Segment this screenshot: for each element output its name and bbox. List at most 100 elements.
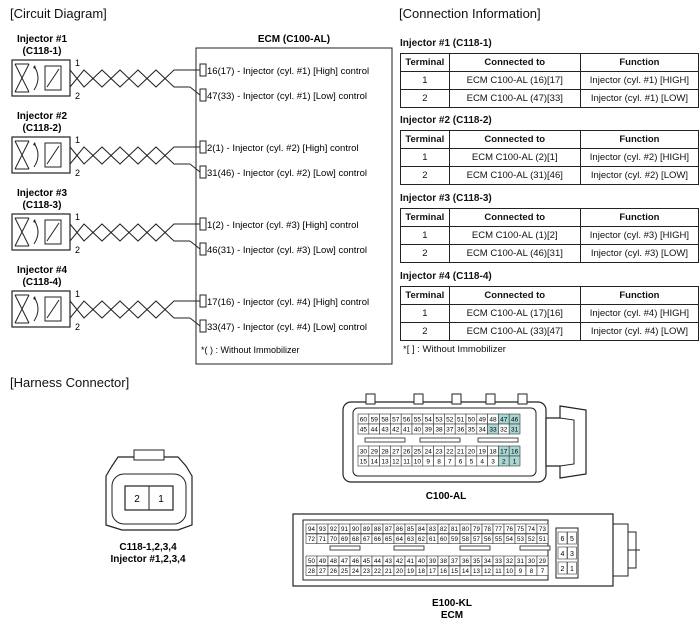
c100al-pin-number: 57	[392, 417, 400, 424]
e100kl-pin-number: 72	[308, 536, 315, 543]
e100kl-pin-number: 33	[495, 558, 502, 565]
c100al-pin-number: 29	[371, 449, 379, 456]
c100al-key-slot	[477, 437, 519, 443]
c100al-pin-number: 35	[468, 427, 476, 434]
injector-code: (C118-4)	[23, 277, 62, 288]
c100al-lock-tab	[517, 393, 528, 405]
table-header-cell: Function	[579, 286, 699, 305]
table-header-cell: Function	[579, 130, 699, 149]
c100al-pin-number: 45	[360, 427, 368, 434]
arrow-head-icon	[33, 219, 36, 223]
solenoid-diagonal-icon	[46, 145, 60, 165]
table-cell: ECM C100-AL (1)[2]	[448, 226, 581, 245]
arrow-head-icon	[33, 142, 36, 146]
c100al-pin-number: 21	[457, 449, 465, 456]
c100al-pin-number: 54	[425, 417, 433, 424]
table-cell: ECM C100-AL (16)[17]	[448, 71, 581, 90]
e100kl-pin-number: 51	[539, 536, 546, 543]
table-cell: ECM C100-AL (2)[1]	[448, 148, 581, 167]
c100al-pin-number: 19	[479, 449, 487, 456]
ecm-terminal-low	[199, 242, 207, 256]
circuit-diagram-heading: [Circuit Diagram]	[10, 6, 107, 21]
c100al-pin-number: 27	[392, 449, 400, 456]
e100kl-pin-number: 12	[484, 568, 491, 575]
e100kl-key-slot	[459, 545, 491, 551]
ecm-low-label: 46(31) - Injector (cyl. #3) [Low] contro…	[207, 245, 367, 256]
c100al-pin-number: 8	[437, 459, 441, 466]
e100kl-pin-number: 54	[506, 536, 513, 543]
table-title: Injector #4 (C118-4)	[400, 271, 492, 282]
ecm-high-label: 2(1) - Injector (cyl. #2) [High] control	[207, 143, 359, 154]
e100kl-pin-number: 16	[440, 568, 447, 575]
c100al-pin-number: 30	[360, 449, 368, 456]
c100al-pin-number: 24	[425, 449, 433, 456]
e100kl-side-pin	[567, 531, 577, 545]
table-cell: Injector (cyl. #1) [HIGH]	[579, 71, 699, 90]
arrow-head-icon	[33, 296, 36, 300]
e100kl-pin-number: 17	[429, 568, 436, 575]
c100al-pin-number: 14	[371, 459, 379, 466]
table-cell: 1	[400, 226, 450, 245]
ecm-terminal-low	[199, 319, 207, 333]
circuit-diagram: ECM (C100-AL)*( ) : Without ImmobilizerI…	[11, 34, 393, 365]
table-cell: 2	[400, 322, 450, 341]
c100al-pin-number: 23	[435, 449, 443, 456]
e100kl-pin-number: 82	[440, 526, 447, 533]
injector-name: Injector #2	[17, 111, 67, 122]
e100kl-pin-number: 25	[341, 568, 348, 575]
c100al-lever	[545, 405, 587, 479]
c100al-pin-number: 3	[491, 459, 495, 466]
e100kl-pin-number: 36	[462, 558, 469, 565]
twisted-wire-low	[69, 300, 190, 319]
injector-3: Injector #3(C118-3)121(2) - Injector (cy…	[11, 188, 367, 256]
table-title: Injector #1 (C118-1)	[400, 38, 492, 49]
e100kl-pin	[536, 565, 549, 576]
ecm-terminal-high	[199, 217, 207, 231]
e100kl-pin-number: 70	[330, 536, 337, 543]
injector-name: Injector #4	[17, 265, 67, 276]
injector-code: (C118-2)	[23, 123, 62, 134]
c100al-pin-number: 36	[457, 427, 465, 434]
c100al-pin-number: 40	[414, 427, 422, 434]
e100kl-pin-number: 80	[462, 526, 469, 533]
table-cell: ECM C100-AL (46)[31]	[448, 244, 581, 263]
table-header-cell: Terminal	[400, 53, 450, 72]
pin-1-label: 1	[75, 289, 80, 299]
e100kl-side-pin	[557, 546, 568, 560]
ecm-lead	[189, 223, 201, 250]
pin-2-label: 2	[75, 245, 80, 255]
e100kl-side-pin-number: 1	[570, 566, 574, 573]
e100kl-pin-number: 91	[341, 526, 348, 533]
e100kl-pin-number: 68	[352, 536, 359, 543]
e100kl-pin-number: 37	[451, 558, 458, 565]
e100kl-pin-number: 71	[319, 536, 326, 543]
e100kl-pin-number: 67	[363, 536, 370, 543]
e100kl-pin-number: 19	[407, 568, 414, 575]
e100kl-pin-number: 59	[451, 536, 458, 543]
valve-bars-icon	[15, 294, 29, 324]
e100kl-pin-number: 85	[407, 526, 414, 533]
e100kl-pin-number: 79	[473, 526, 480, 533]
table-cell: Injector (cyl. #4) [LOW]	[579, 322, 699, 341]
e100kl-side-pin-number: 4	[561, 551, 565, 558]
c100al-key-slot	[419, 437, 461, 443]
injector-name: Injector #1	[17, 34, 67, 45]
e100kl-side-pin	[567, 546, 577, 560]
e100kl-pin-number: 35	[473, 558, 480, 565]
e100kl-pin-number: 93	[319, 526, 326, 533]
c100al-pin-number: 12	[392, 459, 400, 466]
c100al-pin-number: 2	[502, 459, 506, 466]
table-cell: 2	[400, 166, 450, 185]
e100kl-pin-number: 89	[363, 526, 370, 533]
pin-2-label: 2	[75, 322, 80, 332]
e100kl-pin-number: 83	[429, 526, 436, 533]
e100kl-pin-number: 23	[363, 568, 370, 575]
pin-1-label: 1	[75, 135, 80, 145]
table-cell: Injector (cyl. #2) [LOW]	[579, 166, 699, 185]
